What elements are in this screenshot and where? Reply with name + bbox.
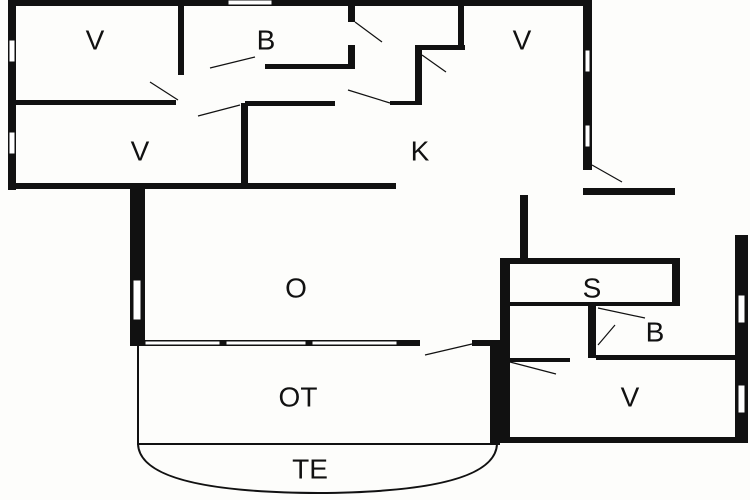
room-label-bedroom: V xyxy=(131,135,150,166)
room-label-bedroom: V xyxy=(621,381,640,412)
room-label-covered-terrace: OT xyxy=(279,381,318,412)
room-label-bedroom: V xyxy=(86,24,105,55)
terrace-outline xyxy=(137,346,498,495)
room-label-bathroom: B xyxy=(257,24,276,55)
doors xyxy=(149,21,646,375)
room-label-bathroom: B xyxy=(646,316,665,347)
room-label-sauna: S xyxy=(583,272,602,303)
room-label-terrace: TE xyxy=(292,453,328,484)
room-label-kitchen: K xyxy=(411,135,430,166)
room-label-bedroom: V xyxy=(513,24,532,55)
room-label-living-room: O xyxy=(285,272,307,303)
windows xyxy=(8,0,746,414)
room-labels: V B V V K O S B V OT TE xyxy=(86,24,665,484)
